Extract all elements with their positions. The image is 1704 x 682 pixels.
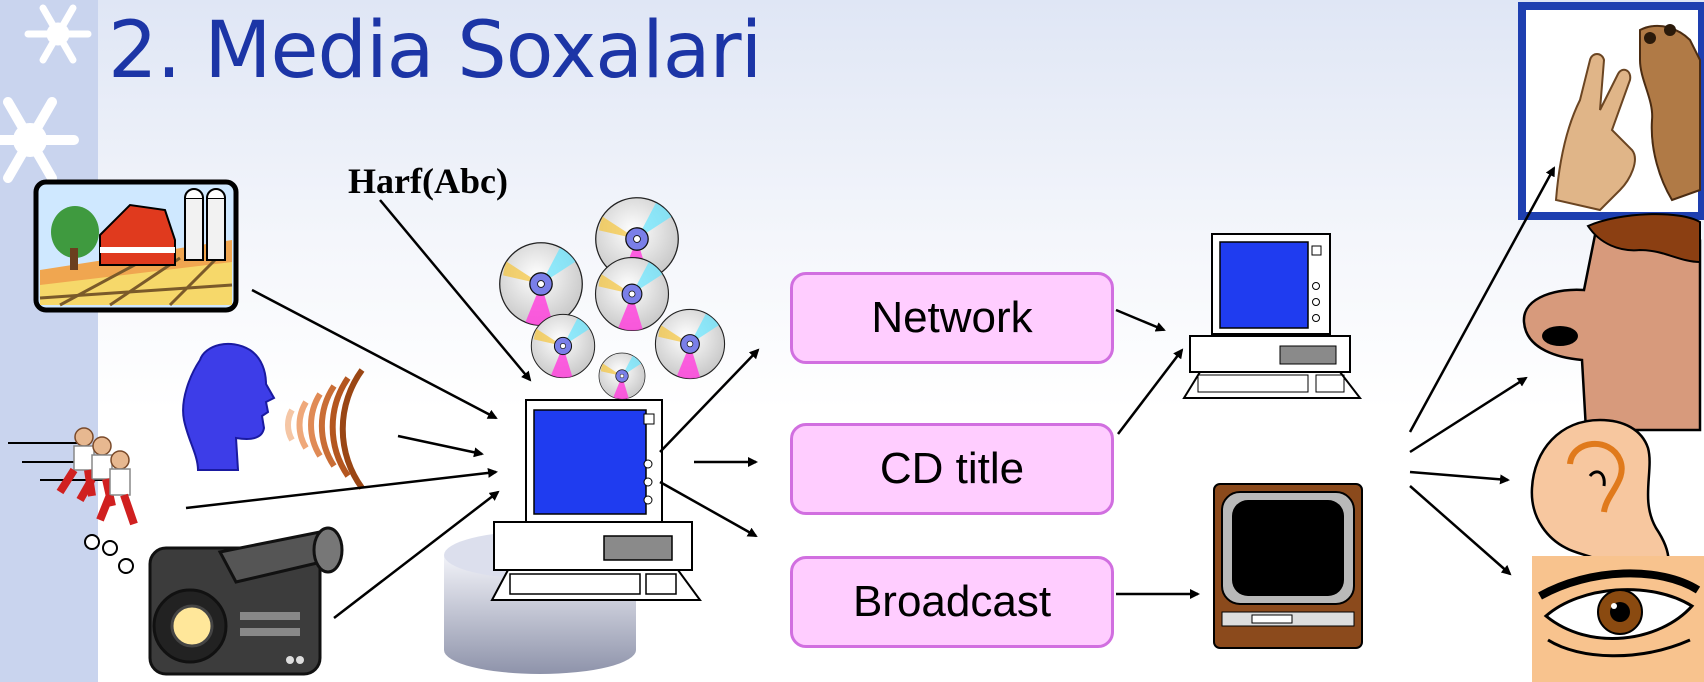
desktop-computer-icon — [1182, 233, 1363, 399]
desktop-computer-icon — [490, 399, 702, 601]
snowflake-icon — [0, 97, 79, 183]
text-input-label: Harf(Abc) — [348, 161, 508, 201]
network-channel-box: Network — [790, 272, 1114, 364]
snowflake-icon — [24, 4, 92, 64]
channel-label: CD title — [879, 444, 1025, 493]
nose-smell-icon — [1522, 213, 1702, 432]
television-icon — [1213, 483, 1363, 649]
arrows-channels-to-outputs — [1115, 308, 1200, 599]
hand-touch-icon — [1518, 2, 1704, 220]
cd-discs-icon — [499, 196, 726, 401]
cd-title-channel-box: CD title — [790, 423, 1114, 515]
farm-picture-icon — [33, 179, 239, 313]
broadcast-channel-box: Broadcast — [790, 556, 1114, 648]
channel-label: Network — [871, 293, 1033, 342]
slide-title: 2. Media Soxalari — [108, 6, 762, 96]
eye-sight-icon — [1532, 556, 1704, 682]
arrows-computer-to-channels — [659, 348, 760, 538]
running-people-animation-icon — [8, 427, 138, 574]
arrows-to-senses — [1408, 166, 1556, 576]
video-camera-icon — [148, 526, 344, 676]
arrows-sources-to-computer — [185, 199, 532, 619]
speaking-head-icon — [182, 342, 365, 490]
channel-label: Broadcast — [852, 577, 1052, 626]
